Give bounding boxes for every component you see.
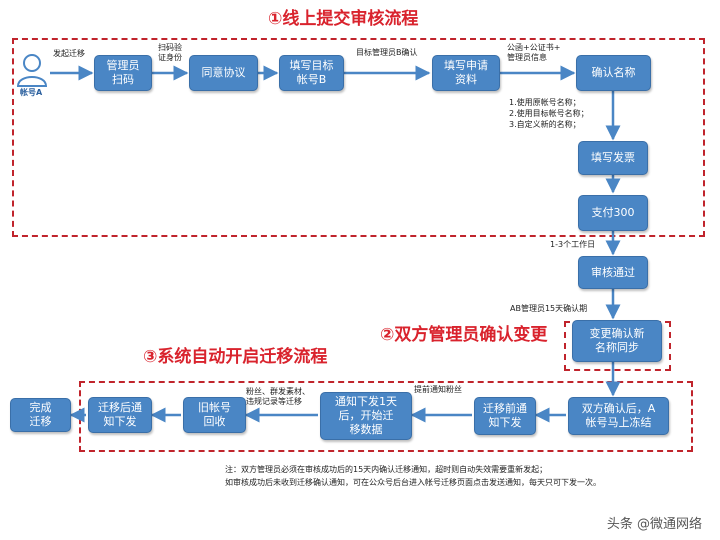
footnote-line-1: 注：双方管理员必须在审核成功后的15天内确认迁移通知，超时则自动失效需要重新发起… [225,465,548,474]
box-migration-complete: 完成 迁移 [10,398,71,432]
box-agree-protocol: 同意协议 [189,55,258,91]
label-scan-verify: 扫码验 证身份 [158,43,182,62]
section-title-online-review: ①线上提交审核流程 [268,9,419,29]
box-fill-target-account: 填写目标 帐号B [279,55,344,91]
box-both-confirm-freeze: 双方确认后，A 帐号马上冻结 [568,397,669,435]
label-confirm-period: AB管理员15天确认期 [510,304,588,313]
box-post-migration-notice: 迁移后通 知下发 [88,397,152,433]
box-pay: 支付300 [578,195,648,231]
label-target-admin-confirm: 目标管理员B确认 [356,48,418,57]
footnote-line-2: 如审核成功后未收到迁移确认通知，可在公众号后台进入帐号迁移页面点击发送通知，每天… [225,478,601,487]
label-working-days: 1-3个工作日 [550,240,596,249]
section-title-auto-migrate: ③系统自动开启迁移流程 [143,347,328,367]
label-migrated-items: 粉丝、群发素材、 违规记录等迁移 [246,387,310,406]
label-required-documents: 公函+公证书+ 管理员信息 [507,43,561,62]
box-fill-application: 填写申请 资料 [432,55,500,91]
box-fill-invoice: 填写发票 [578,141,648,175]
box-confirm-name: 确认名称 [576,55,651,91]
box-admin-scan: 管理员 扫码 [94,55,152,91]
box-change-confirm: 变更确认新 名称同步 [572,320,662,362]
actor-label: 帐号A [20,88,43,97]
box-pre-migration-notice: 迁移前通 知下发 [474,397,536,435]
label-notify-fans: 提前通知粉丝 [414,385,462,394]
section-title-admin-confirm: ②双方管理员确认变更 [380,325,548,345]
label-initiate-migration: 发起迁移 [53,49,85,58]
label-name-options: 1.使用原帐号名称； 2.使用目标帐号名称； 3.自定义新的名称； [509,98,589,129]
online-review-frame [12,38,705,237]
box-review-passed: 审核通过 [578,256,648,289]
watermark: 头条 @微通网络 [606,517,702,532]
box-start-migration: 通知下发1天 后，开始迁 移数据 [320,392,412,440]
box-old-account-recycle: 旧帐号 回收 [183,397,246,433]
